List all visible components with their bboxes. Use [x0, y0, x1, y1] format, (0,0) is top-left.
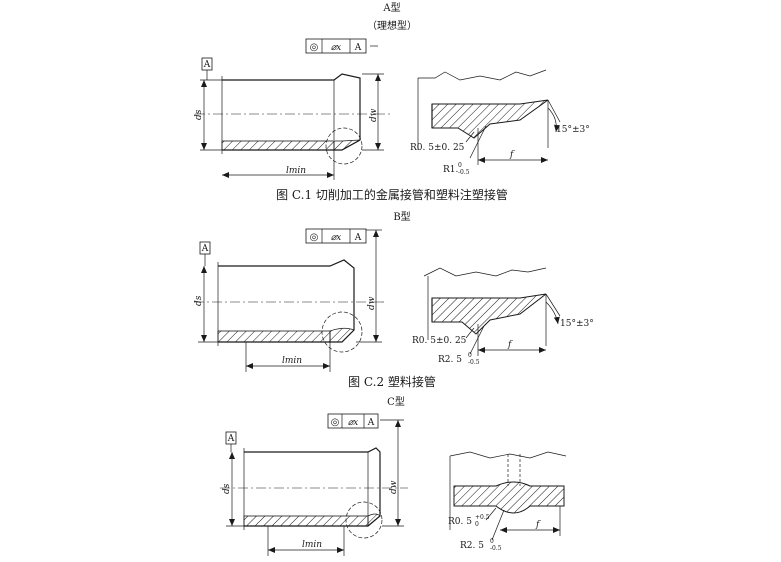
radius-bottom-tol-upper: 0 — [468, 352, 472, 359]
radius-top: R0. 5 — [448, 517, 472, 527]
concentricity-icon: ◎ — [331, 417, 340, 428]
dim-dw: dw — [369, 108, 379, 122]
radius-top: R0. 5±0. 25 — [410, 143, 465, 153]
caption-b: 图 C.2 塑料接管 — [348, 374, 436, 389]
tolerance-value: ⌀x — [331, 43, 342, 53]
section-b-pipe — [194, 259, 384, 353]
section-c: C型 ◎ ⌀x A A ds dw lm — [220, 395, 567, 556]
dim-lmin: lmin — [302, 540, 322, 550]
tolerance-value: ⌀x — [348, 418, 359, 428]
radius-bottom-tol-lower: -0.5 — [490, 545, 502, 552]
radius-bottom-tol-lower: -0.5 — [468, 359, 480, 366]
datum-ref: A — [354, 233, 362, 243]
angle-label: 15°±3° — [556, 125, 590, 135]
datum-letter: A — [227, 434, 235, 444]
section-b: B型 ◎ ⌀x A A ds dw lmin — [194, 210, 594, 389]
section-a-detail: 15°±3° f R0. 5±0. 25 R1. 0 -0.5 — [410, 69, 590, 176]
section-c-pipe — [220, 447, 408, 539]
section-a-pipe — [195, 73, 390, 165]
datum-letter: A — [203, 60, 211, 70]
concentricity-icon: ◎ — [310, 42, 319, 53]
dim-f: f — [535, 520, 541, 530]
section-b-tolerance-frame: ◎ ⌀x A — [305, 228, 367, 244]
dim-lmin: lmin — [282, 356, 302, 366]
section-c-type-label: C型 — [387, 395, 405, 408]
dim-ds: ds — [194, 295, 204, 306]
radius-bottom-tol-lower: -0.5 — [458, 169, 470, 176]
section-c-tolerance-frame: ◎ ⌀x A — [327, 413, 379, 429]
dim-ds: ds — [222, 483, 232, 494]
dim-dw: dw — [389, 480, 399, 494]
section-a-tolerance-frame: ◎ ⌀x A — [305, 38, 378, 54]
datum-letter: A — [201, 244, 209, 254]
dim-dw: dw — [367, 296, 377, 310]
section-a-type-label: A型 — [382, 1, 400, 14]
caption-a: 图 C.1 切削加工的金属接管和塑料注塑接管 — [276, 187, 508, 202]
dim-f: f — [507, 340, 513, 350]
radius-bottom-tol-upper: 0 — [458, 162, 462, 169]
section-a: A型 （理想型） ◎ ⌀x A A ds — [194, 1, 590, 202]
radius-bottom-tol-upper: 0 — [490, 538, 494, 545]
tolerance-value: ⌀x — [331, 233, 342, 243]
dim-lmin: lmin — [286, 166, 306, 176]
dim-ds: ds — [194, 109, 204, 120]
datum-ref: A — [354, 43, 362, 53]
radius-top: R0. 5±0. 25 — [412, 336, 467, 346]
section-b-detail: 15°±3° f R0. 5±0. 25 R2. 5 0 -0.5 — [412, 267, 594, 366]
radius-top-tol-lower: 0 — [475, 521, 479, 528]
dim-f: f — [509, 150, 515, 160]
concentricity-icon: ◎ — [310, 232, 319, 243]
radius-top-tol-upper: +0.5 — [475, 514, 490, 521]
radius-bottom: R1. — [443, 165, 459, 175]
section-a-subtitle: （理想型） — [367, 19, 417, 32]
section-b-type-label: B型 — [393, 210, 410, 223]
section-c-detail: f R0. 5 +0.5 0 R2. 5 0 -0.5 — [448, 451, 567, 552]
angle-label: 15°±3° — [560, 319, 594, 329]
radius-bottom: R2. 5 — [460, 541, 484, 551]
datum-ref: A — [367, 418, 375, 428]
radius-bottom: R2. 5 — [438, 355, 462, 365]
